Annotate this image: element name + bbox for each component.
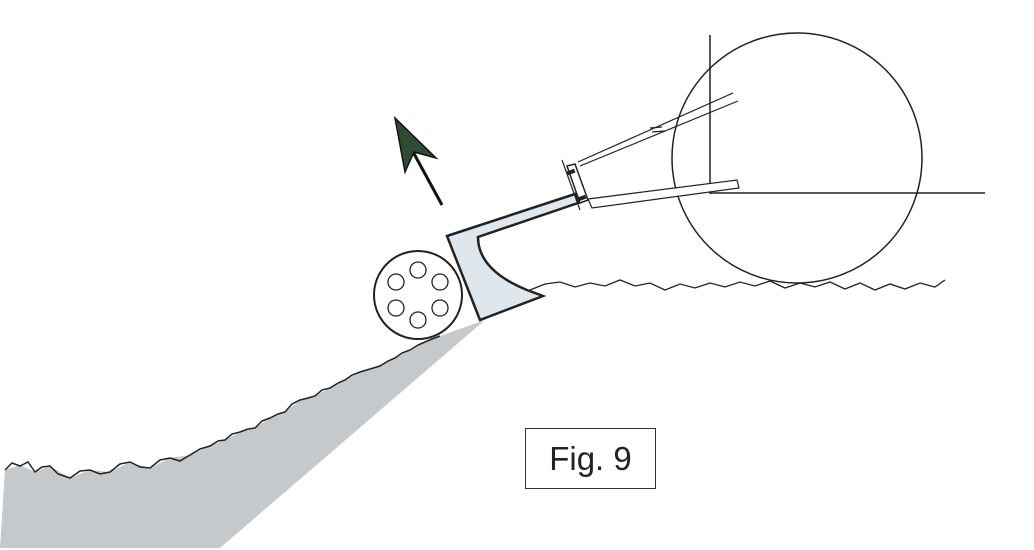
top-link-sleeve (649, 126, 663, 129)
direction-arrow-icon (393, 115, 444, 206)
top-link-sleeve (651, 130, 666, 133)
top-link (579, 100, 739, 167)
hitch-pin (577, 194, 587, 202)
lower-link (587, 179, 740, 209)
figure-caption: Fig. 9 (525, 428, 656, 489)
drum-holes (387, 261, 449, 329)
slope-ground-line (4, 335, 441, 479)
field-ground-line (529, 279, 946, 291)
hitch-frame (566, 163, 589, 204)
drum-roller (373, 250, 463, 340)
plow-blade (445, 192, 580, 322)
slope-ground-fill (0, 320, 485, 548)
tractor-wheel-circle (671, 32, 923, 284)
hitch-pin (566, 168, 576, 176)
